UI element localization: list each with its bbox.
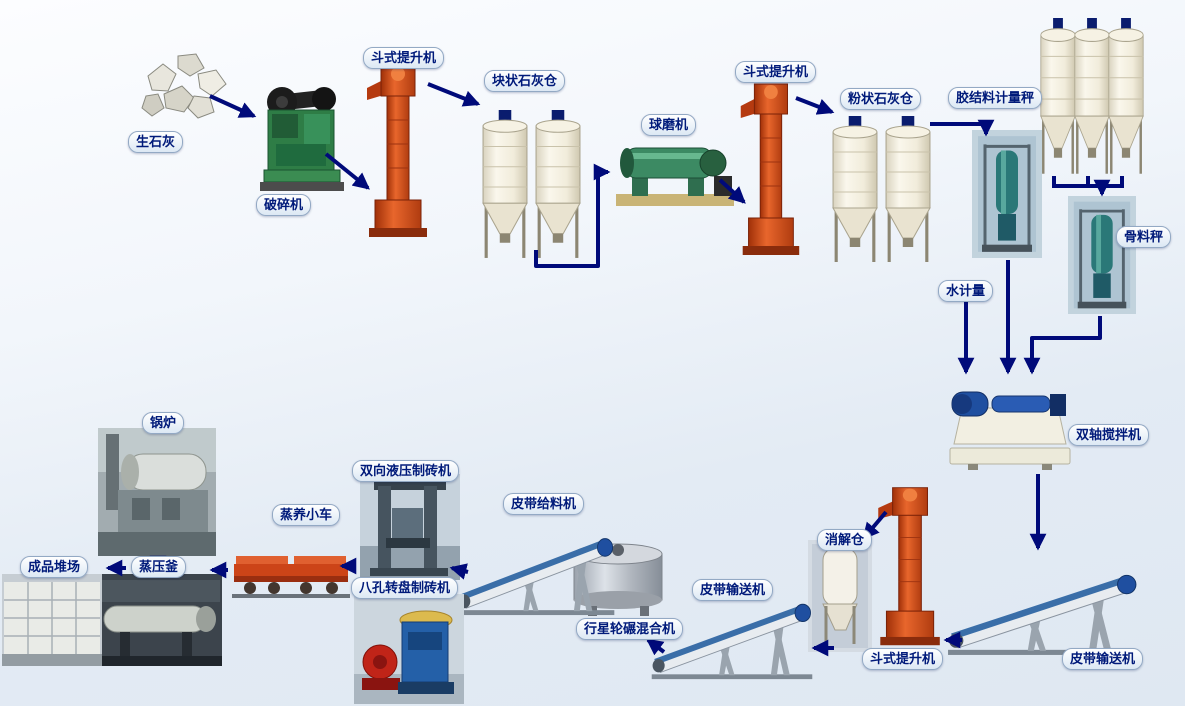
bucket-elevator-2-illustration	[731, 80, 807, 258]
label-planetary-mixer: 行星轮碾混合机	[576, 618, 684, 640]
bucket-elevator-1-illustration	[357, 62, 435, 240]
twin-shaft-mixer-illustration	[946, 380, 1074, 472]
ball-mill-illustration	[614, 130, 736, 212]
rotary-brick-machine-illustration	[354, 594, 464, 704]
lump-lime-silos-illustration	[479, 106, 585, 266]
label-water-metering: 水计量	[938, 280, 994, 302]
autoclave-illustration	[98, 574, 222, 666]
digestion-silo-illustration	[808, 540, 872, 652]
belt-feeder-illustration	[456, 520, 616, 618]
label-digestion-silo: 消解仓	[817, 529, 873, 551]
label-product-yard: 成品堆场	[20, 556, 89, 578]
powder-lime-silos-illustration	[829, 112, 935, 270]
label-aggregate-scale: 骨料秤	[1116, 226, 1172, 248]
label-curing-trolley: 蒸养小车	[272, 504, 341, 526]
product-yard-illustration	[2, 574, 102, 666]
aggregate-scale-illustration	[1068, 196, 1136, 314]
label-bucket-elevator-1: 斗式提升机	[363, 47, 445, 69]
bucket-elevator-3-illustration	[868, 484, 948, 648]
jaw-crusher-illustration	[252, 80, 352, 194]
belt-conveyor-right-illustration	[946, 556, 1140, 658]
label-belt-conveyor-mid: 皮带输送机	[692, 579, 774, 601]
label-crusher: 破碎机	[256, 194, 312, 216]
label-boiler: 锅炉	[142, 412, 185, 434]
label-quicklime: 生石灰	[128, 131, 184, 153]
label-twin-shaft-mixer: 双轴搅拌机	[1068, 424, 1150, 446]
quicklime-rocks-illustration	[138, 46, 234, 126]
label-autoclave: 蒸压釜	[131, 556, 187, 578]
planetary-mixer-illustration	[568, 538, 668, 618]
label-powder-lime-silo: 粉状石灰仓	[840, 88, 922, 110]
label-rotary-brick-machine: 八孔转盘制砖机	[351, 577, 459, 599]
label-belt-feeder: 皮带给料机	[503, 493, 585, 515]
curing-trolley-illustration	[232, 546, 350, 604]
label-lump-lime-silo: 块状石灰仓	[484, 70, 566, 92]
aggregate-silos-illustration	[1040, 18, 1144, 184]
binder-metering-scale-illustration	[972, 130, 1042, 258]
label-bucket-elevator-2: 斗式提升机	[735, 61, 817, 83]
boiler-illustration	[98, 428, 216, 556]
hydraulic-brick-machine-illustration	[360, 474, 460, 580]
label-belt-conveyor-right: 皮带输送机	[1062, 648, 1144, 670]
label-bucket-elevator-3: 斗式提升机	[862, 648, 944, 670]
label-hydraulic-brick-machine: 双向液压制砖机	[352, 460, 460, 482]
label-ball-mill: 球磨机	[641, 114, 697, 136]
label-binder-metering-scale: 胶结料计量秤	[948, 87, 1043, 109]
